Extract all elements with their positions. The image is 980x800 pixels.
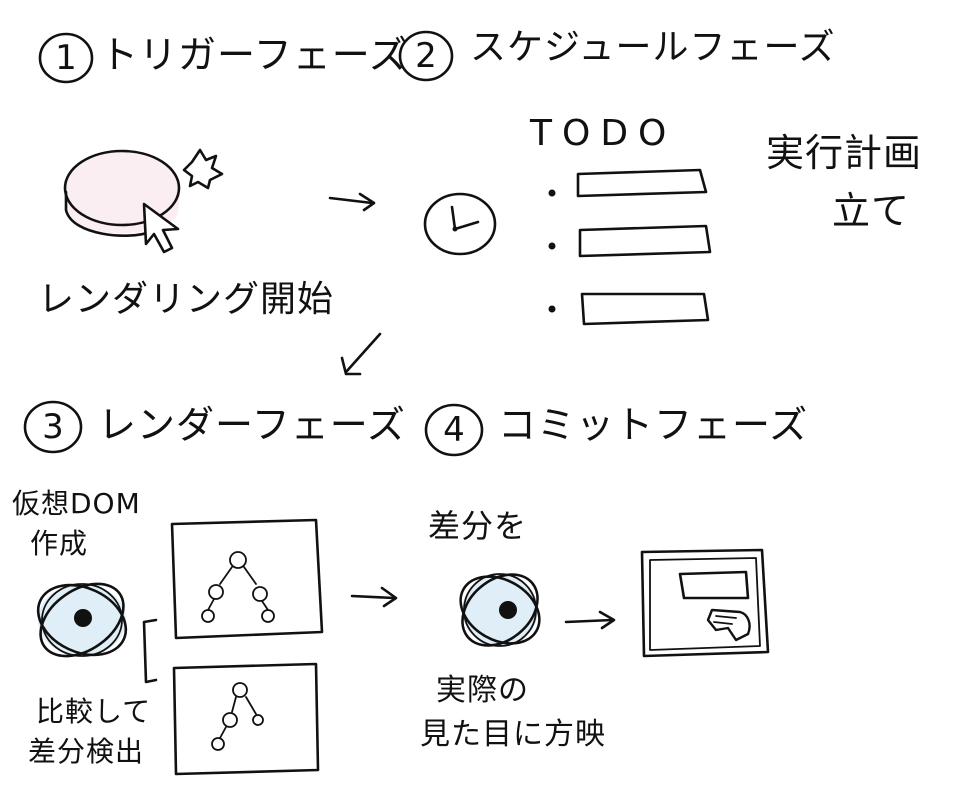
phase-2-number-circle: [398, 30, 454, 82]
todo-heading: TODO: [530, 113, 677, 154]
arrow-render-to-commit: [350, 586, 398, 608]
mouse-cursor-icon: [142, 202, 180, 254]
diff-detect-note-line2: 差分検出: [28, 735, 145, 768]
phase-4-number: 4: [443, 410, 465, 450]
phase-4-number-circle: [424, 403, 484, 457]
todo-bullet: [548, 189, 556, 197]
compare-bracket: [142, 618, 158, 684]
diff-detect-note-line1: 比較して: [36, 695, 152, 728]
hand-pointer-icon: [706, 608, 751, 642]
todo-item-box: [578, 224, 712, 258]
todo-bullet: [548, 242, 556, 250]
commit-diff-note: 差分を: [428, 507, 528, 545]
todo-bullet: [548, 305, 556, 313]
commit-apply-note-line1: 実際の: [436, 673, 529, 708]
phase-1-number-circle: [38, 32, 94, 84]
todo-item-box: [576, 168, 708, 198]
virtual-dom-tree-panel-new: [170, 518, 324, 640]
arrow-diff-to-screen: [564, 610, 616, 630]
virtual-dom-eye-icon: [36, 582, 128, 658]
phase-1-number: 1: [55, 38, 77, 78]
arrow-trigger-to-schedule: [328, 192, 376, 212]
virtual-dom-note-line1: 仮想DOM: [12, 487, 141, 520]
click-burst-icon: [182, 148, 224, 190]
clock-icon: [423, 192, 497, 256]
real-screen-illustration: [640, 548, 770, 658]
phase-2-title: スケジュールフェーズ: [470, 27, 836, 68]
phase-3-title: レンダーフェーズ: [98, 403, 406, 447]
virtual-dom-note-line2: 作成: [30, 527, 89, 560]
arrow-schedule-to-render: [340, 332, 382, 376]
phase-3-number-circle: [23, 400, 83, 454]
plan-label-line1: 実行計画: [766, 131, 923, 175]
commit-apply-note-line2: 見た目に方映: [420, 717, 606, 752]
trigger-caption: レンダリング開始: [38, 279, 335, 320]
virtual-dom-tree-panel-old: [172, 662, 320, 776]
phase-4-title: コミットフェーズ: [498, 403, 809, 447]
phase-2-number: 2: [415, 36, 437, 76]
render-button-illustration: [63, 149, 181, 237]
todo-item-box: [580, 292, 710, 326]
plan-label-line2: 立て: [832, 189, 911, 233]
diff-eye-icon: [459, 573, 541, 647]
phase-3-number: 3: [42, 407, 64, 447]
phase-1-title: トリガーフェーズ: [100, 33, 408, 77]
todo-list: [548, 168, 712, 326]
